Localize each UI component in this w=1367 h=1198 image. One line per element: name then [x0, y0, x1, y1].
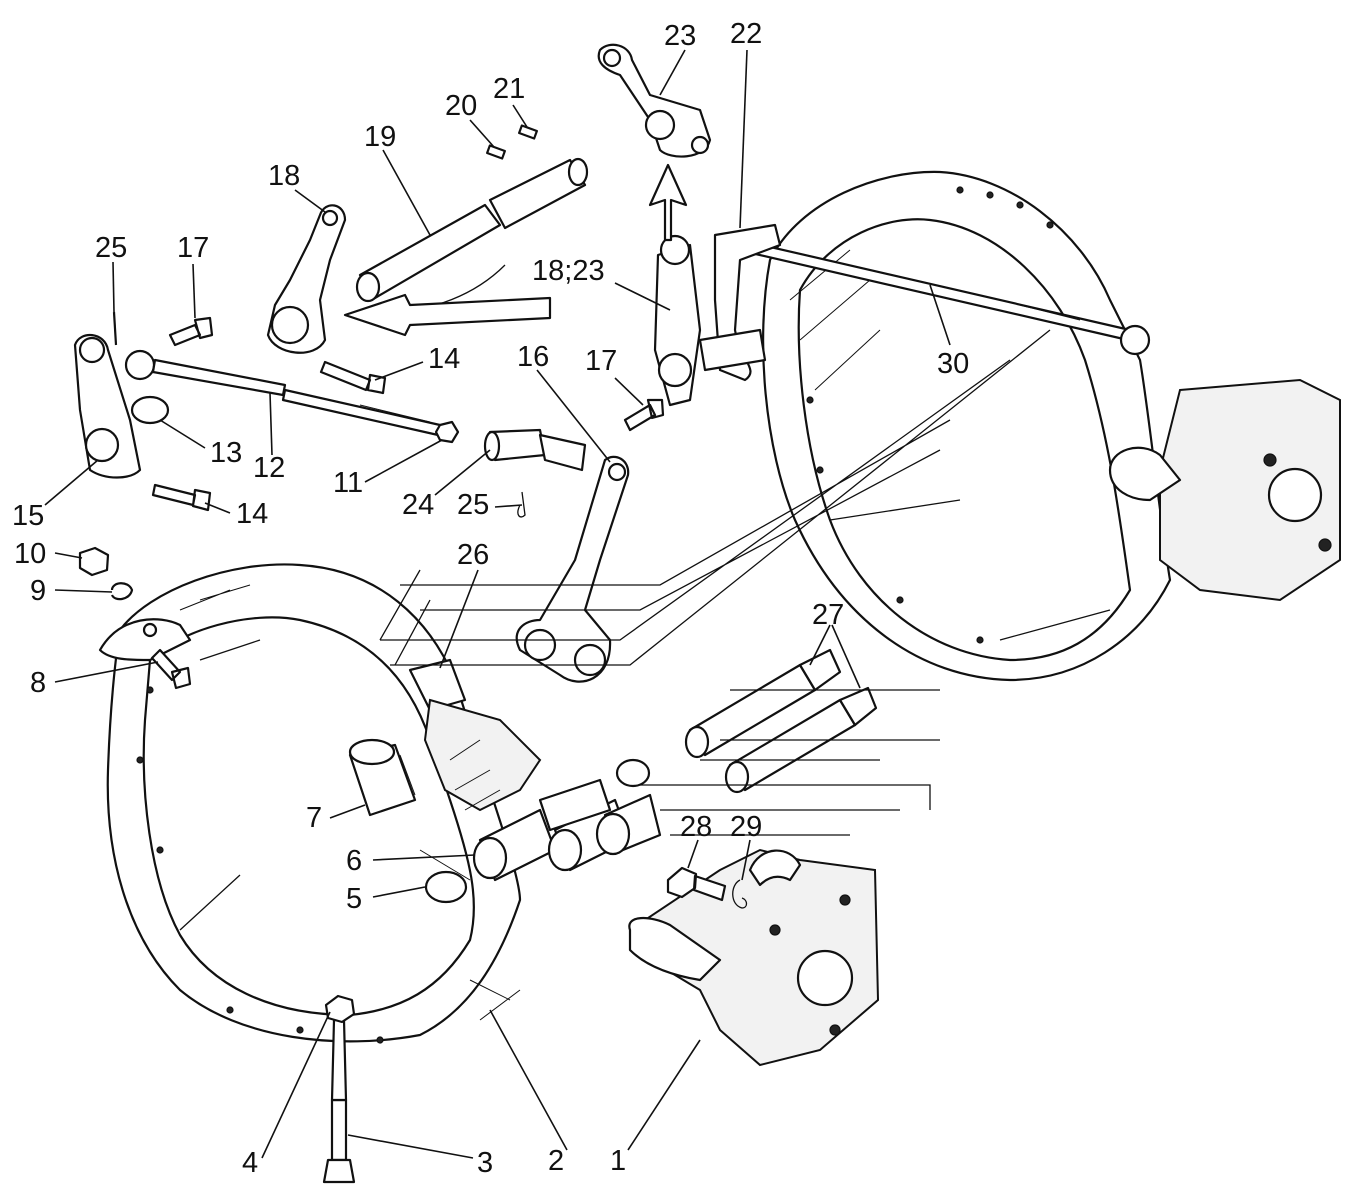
bolt-17-right — [623, 398, 665, 432]
lever-16 — [515, 455, 630, 683]
callout-27: 27 — [812, 599, 844, 631]
callout-4: 4 — [242, 1147, 258, 1179]
callout-labels: 1 2 3 4 5 6 7 8 9 10 11 12 13 14 14 15 1… — [12, 18, 969, 1179]
callout-7: 7 — [306, 802, 322, 834]
lever-18 — [266, 204, 347, 354]
bolt-17-left — [168, 316, 214, 347]
callout-23: 23 — [664, 20, 696, 52]
fork-24 — [483, 428, 587, 472]
callout-9: 9 — [30, 575, 46, 607]
bolt-28 — [666, 866, 727, 902]
bolt-8 — [150, 648, 192, 690]
bolt-14-upper — [319, 360, 387, 395]
callout-30: 30 — [937, 348, 969, 380]
callout-2: 2 — [548, 1145, 564, 1177]
callout-19: 19 — [364, 121, 396, 153]
sleeves-6 — [472, 778, 662, 882]
lever-15 — [73, 334, 142, 479]
callout-22: 22 — [730, 18, 762, 50]
callout-18-23: 18;23 — [532, 255, 605, 287]
callout-13: 13 — [210, 437, 242, 469]
spring-29 — [732, 879, 748, 909]
callout-3: 3 — [477, 1147, 493, 1179]
callout-28: 28 — [680, 811, 712, 843]
cotter-pin-25-left — [112, 311, 118, 346]
callout-17-left: 17 — [177, 232, 209, 264]
callout-17-right: 17 — [585, 345, 617, 377]
callout-12: 12 — [253, 452, 285, 484]
callout-29: 29 — [730, 811, 762, 843]
bolt-14-lower — [151, 483, 212, 512]
leader-lines — [44, 49, 951, 1159]
callout-8: 8 — [30, 667, 46, 699]
callout-25-right: 25 — [457, 489, 489, 521]
callout-18: 18 — [268, 160, 300, 192]
nut-11 — [434, 420, 460, 444]
callout-16: 16 — [517, 341, 549, 373]
lever-assembly-22 — [653, 223, 782, 407]
callout-15: 15 — [12, 500, 44, 532]
callout-26: 26 — [457, 539, 489, 571]
brake-band-assembled — [762, 170, 1341, 682]
pin-27-upper — [684, 648, 842, 759]
callout-20: 20 — [445, 90, 477, 122]
nut-10 — [78, 546, 110, 577]
callout-10: 10 — [14, 538, 46, 570]
bolt-3 — [322, 1018, 356, 1184]
assembly-guide-lines — [379, 329, 1051, 836]
callout-21: 21 — [493, 73, 525, 105]
washer-13 — [130, 395, 170, 425]
callout-11: 11 — [333, 467, 363, 499]
bracket-26 — [408, 658, 542, 812]
lever-23 — [597, 43, 712, 158]
snap-ring-9 — [110, 582, 134, 601]
callout-6: 6 — [346, 845, 362, 877]
callout-5: 5 — [346, 883, 362, 915]
washer-upper — [615, 758, 651, 788]
cotter-pin-25-right — [517, 491, 526, 518]
direction-arrow-left — [343, 293, 552, 337]
callout-25-left: 25 — [95, 232, 127, 264]
washer-5 — [424, 870, 468, 904]
callout-24: 24 — [402, 489, 434, 521]
direction-arrow-up — [648, 163, 688, 242]
callout-1: 1 — [610, 1145, 626, 1177]
callout-14-upper: 14 — [428, 343, 460, 375]
callout-14-lower: 14 — [236, 498, 268, 530]
shaft-19 — [355, 157, 589, 303]
key-21 — [518, 124, 538, 140]
key-20 — [486, 144, 506, 160]
bushing-7 — [348, 738, 417, 817]
rod-12 — [124, 349, 442, 437]
bracket-1 — [628, 848, 880, 1067]
